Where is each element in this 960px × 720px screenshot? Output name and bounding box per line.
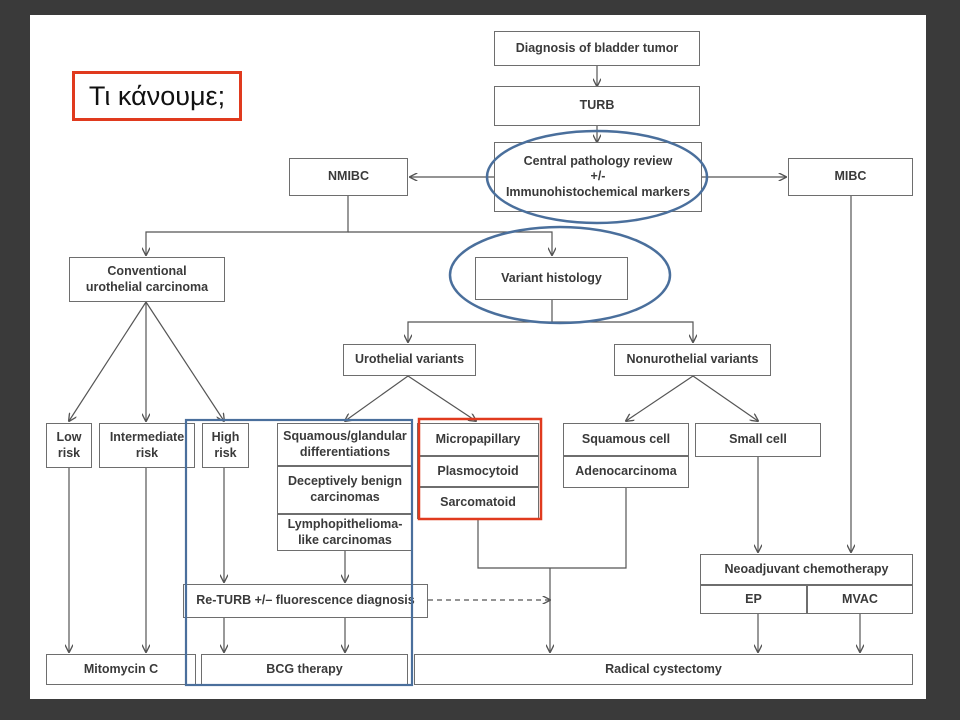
high-risk-label: High risk <box>211 429 240 460</box>
arrow-uro-micropap <box>407 375 476 421</box>
slide-title: Τι κάνουμε; <box>72 71 242 121</box>
adenocarcinoma-label: Adenocarcinoma <box>575 464 677 479</box>
variant-histology-label: Variant histology <box>501 270 602 285</box>
diagnosis-label: Diagnosis of bladder tumor <box>515 40 679 55</box>
sarcomatoid-box: Sarcomatoid <box>417 487 539 519</box>
squamous-glandular-box: Squamous/glandular differentiations <box>277 423 413 466</box>
central-review-box: Central pathology review +/- Immunohisto… <box>494 142 702 212</box>
small-cell-box: Small cell <box>695 423 821 457</box>
nmibc-label: NMIBC <box>328 169 369 184</box>
plasmocytoid-box: Plasmocytoid <box>417 456 539 487</box>
micropapillary-label: Micropapillary <box>435 431 521 446</box>
re-turb-label: Re-TURB +/– fluorescence diagnosis <box>196 593 415 608</box>
arrow-conv-low <box>69 301 147 421</box>
line-nmibc-split <box>146 196 349 255</box>
squamous-cell-box: Squamous cell <box>563 423 689 456</box>
bcg-box: BCG therapy <box>201 654 408 685</box>
neoadjuvant-box: Neoadjuvant chemotherapy <box>700 554 913 585</box>
radical-cystectomy-label: Radical cystectomy <box>605 661 722 676</box>
urothelial-variants-box: Urothelial variants <box>343 344 476 376</box>
lymphoepithelioma-box: Lymphopithelioma- like carcinomas <box>277 514 413 551</box>
arrow-uro-squamous <box>345 375 409 421</box>
bcg-label: BCG therapy <box>266 661 343 676</box>
radical-cystectomy-box: Radical cystectomy <box>414 654 913 685</box>
arrow-conv-high <box>145 301 224 421</box>
intermediate-risk-label: Intermediate risk <box>109 429 185 460</box>
sarcomatoid-label: Sarcomatoid <box>440 495 516 510</box>
mitomycin-box: Mitomycin C <box>46 654 196 685</box>
micropapillary-box: Micropapillary <box>417 423 539 456</box>
line-variant-nonuro <box>552 321 693 342</box>
small-cell-label: Small cell <box>729 432 787 447</box>
high-risk-box: High risk <box>202 423 249 468</box>
mvac-box: MVAC <box>807 585 913 614</box>
diagnosis-box: Diagnosis of bladder tumor <box>494 31 700 66</box>
neoadjuvant-label: Neoadjuvant chemotherapy <box>724 561 889 576</box>
line-variant-split <box>408 300 553 342</box>
nonurothelial-variants-box: Nonurothelial variants <box>614 344 771 376</box>
mitomycin-label: Mitomycin C <box>83 661 159 676</box>
line-variants-merge <box>477 488 627 569</box>
lymphoepithelioma-label: Lymphopithelioma- like carcinomas <box>287 516 403 547</box>
arrow-nonuro-smallcell <box>692 375 758 421</box>
deceptively-benign-label: Deceptively benign carcinomas <box>288 474 402 504</box>
conventional-label: Conventional urothelial carcinoma <box>85 263 209 294</box>
line-nmibc-variant <box>348 231 552 255</box>
re-turb-box: Re-TURB +/– fluorescence diagnosis <box>183 584 428 618</box>
ep-box: EP <box>700 585 807 614</box>
adenocarcinoma-box: Adenocarcinoma <box>563 456 689 488</box>
arrow-nonuro-squamouscell <box>626 375 694 421</box>
nonurothelial-variants-label: Nonurothelial variants <box>626 352 759 367</box>
urothelial-variants-label: Urothelial variants <box>354 352 465 367</box>
turb-label: TURB <box>579 98 615 113</box>
plasmocytoid-label: Plasmocytoid <box>437 463 519 478</box>
nmibc-box: NMIBC <box>289 158 408 196</box>
squamous-cell-label: Squamous cell <box>581 431 671 446</box>
mibc-label: MIBC <box>834 169 867 184</box>
low-risk-label: Low risk <box>56 429 82 460</box>
intermediate-risk-box: Intermediate risk <box>99 423 195 468</box>
variant-histology-box: Variant histology <box>475 257 628 300</box>
central-review-label: Central pathology review +/- Immunohisto… <box>505 153 691 199</box>
conventional-box: Conventional urothelial carcinoma <box>69 257 225 302</box>
mibc-box: MIBC <box>788 158 913 196</box>
ep-label: EP <box>745 591 762 606</box>
low-risk-box: Low risk <box>46 423 92 468</box>
turb-box: TURB <box>494 86 700 126</box>
mvac-label: MVAC <box>842 591 878 606</box>
deceptively-benign-box: Deceptively benign carcinomas <box>277 466 413 514</box>
squamous-glandular-label: Squamous/glandular differentiations <box>283 428 407 459</box>
